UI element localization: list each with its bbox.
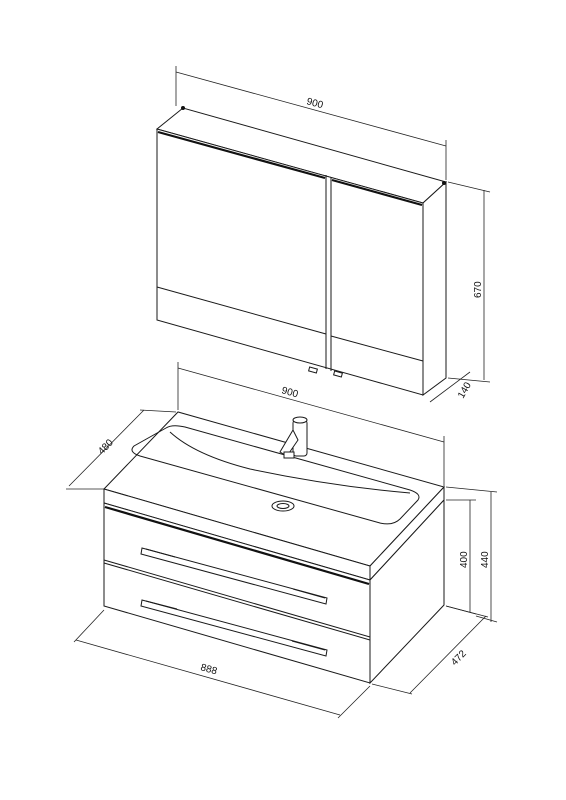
vanity-body-height-dimension: 400 <box>445 499 477 615</box>
mirror-width-dimension: 900 <box>175 66 447 180</box>
vanity-body-height-label: 400 <box>459 551 470 568</box>
mirror-width-label: 900 <box>305 96 324 111</box>
vanity-unit <box>103 411 445 685</box>
faucet-icon <box>279 416 308 459</box>
vanity-top-width-label: 900 <box>280 385 299 400</box>
vanity-top-width-dimension: 900 <box>177 362 445 486</box>
drawer-handle-bottom <box>140 599 328 657</box>
vanity-body-depth-label: 472 <box>449 648 469 668</box>
mirror-cabinet <box>155 106 448 396</box>
vanity-body-width-label: 888 <box>199 662 218 677</box>
mirror-height-dimension: 670 <box>447 181 491 383</box>
vanity-total-height-label: 440 <box>480 551 491 568</box>
vanity-top-depth-label: 480 <box>96 437 116 457</box>
mirror-height-label: 670 <box>473 281 484 298</box>
vanity-total-height-dimension: 440 <box>445 486 498 623</box>
mirror-depth-label: 140 <box>456 380 474 400</box>
drawer-handle-top <box>140 547 328 605</box>
vanity-body-width-dimension: 888 <box>73 609 371 719</box>
